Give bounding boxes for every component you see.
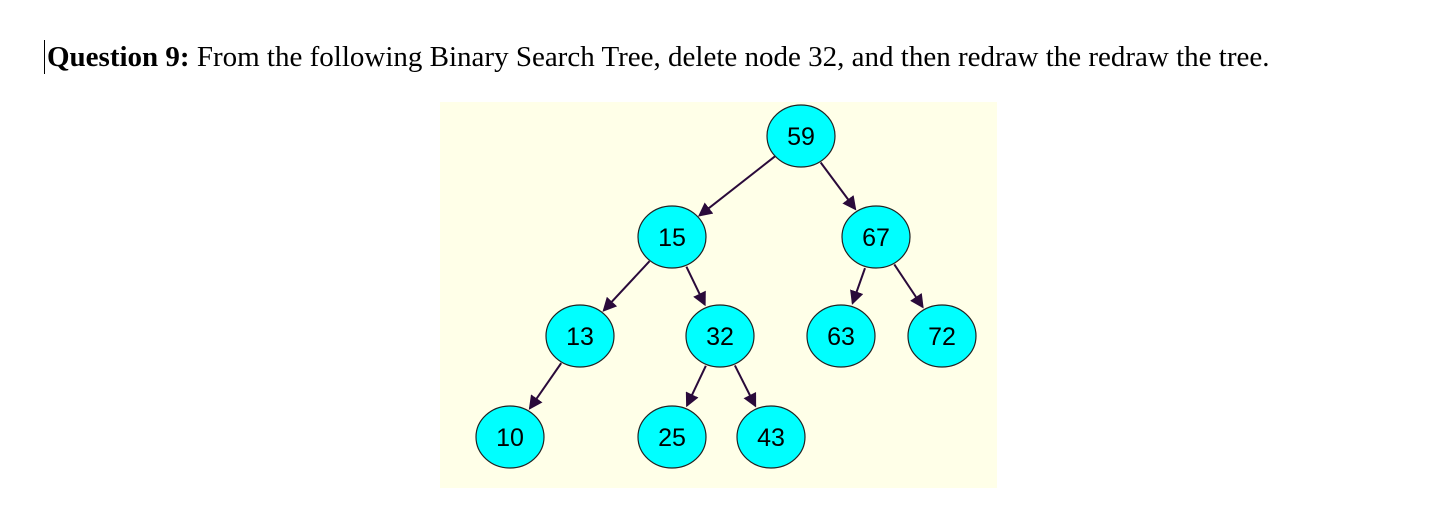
edge-32-25 — [685, 365, 707, 408]
tree-node-43: 43 — [736, 405, 806, 469]
node-circle — [907, 304, 977, 368]
node-label: 59 — [787, 123, 815, 151]
node-circle — [637, 405, 707, 469]
node-circle — [766, 104, 836, 168]
node-label: 32 — [706, 323, 734, 351]
tree-nodes: 59 15 67 13 32 63 72 10 25 43 — [475, 104, 977, 469]
tree-node-67: 67 — [841, 205, 911, 269]
node-circle — [736, 405, 806, 469]
tree-node-15: 15 — [637, 205, 707, 269]
tree-node-25: 25 — [637, 405, 707, 469]
node-label: 25 — [658, 424, 686, 452]
edge-13-10 — [528, 362, 563, 410]
edge-15-13 — [602, 260, 651, 312]
tree-node-63: 63 — [806, 304, 876, 368]
tree-node-72: 72 — [907, 304, 977, 368]
bst-diagram: 59 15 67 13 32 63 72 10 25 43 — [475, 104, 977, 469]
question-label: Question 9: — [47, 41, 190, 73]
text-cursor — [44, 40, 45, 74]
tree-node-13: 13 — [545, 304, 615, 368]
edge-59-15 — [697, 155, 776, 217]
node-label: 43 — [757, 424, 785, 452]
tree-node-10: 10 — [475, 405, 545, 469]
edge-15-32 — [685, 266, 706, 307]
tree-edges — [528, 155, 924, 410]
node-label: 72 — [928, 323, 956, 351]
node-circle — [806, 304, 876, 368]
edge-67-72 — [893, 263, 924, 309]
edge-59-67 — [819, 161, 857, 211]
tree-node-32: 32 — [685, 304, 755, 368]
node-label: 15 — [658, 224, 686, 252]
tree-node-59: 59 — [766, 104, 836, 168]
node-circle — [637, 205, 707, 269]
question-body: From the following Binary Search Tree, d… — [189, 41, 1270, 73]
node-label: 10 — [496, 424, 524, 452]
edge-67-63 — [850, 267, 866, 305]
bst-figure: 59 15 67 13 32 63 72 10 25 43 — [440, 102, 997, 488]
question-text: Question 9: From the following Binary Se… — [47, 38, 1270, 76]
node-label: 67 — [862, 224, 890, 252]
node-circle — [475, 405, 545, 469]
node-label: 63 — [827, 323, 855, 351]
node-circle — [545, 304, 615, 368]
node-circle — [685, 304, 755, 368]
edge-32-43 — [733, 365, 757, 408]
node-label: 13 — [566, 323, 594, 351]
node-circle — [841, 205, 911, 269]
